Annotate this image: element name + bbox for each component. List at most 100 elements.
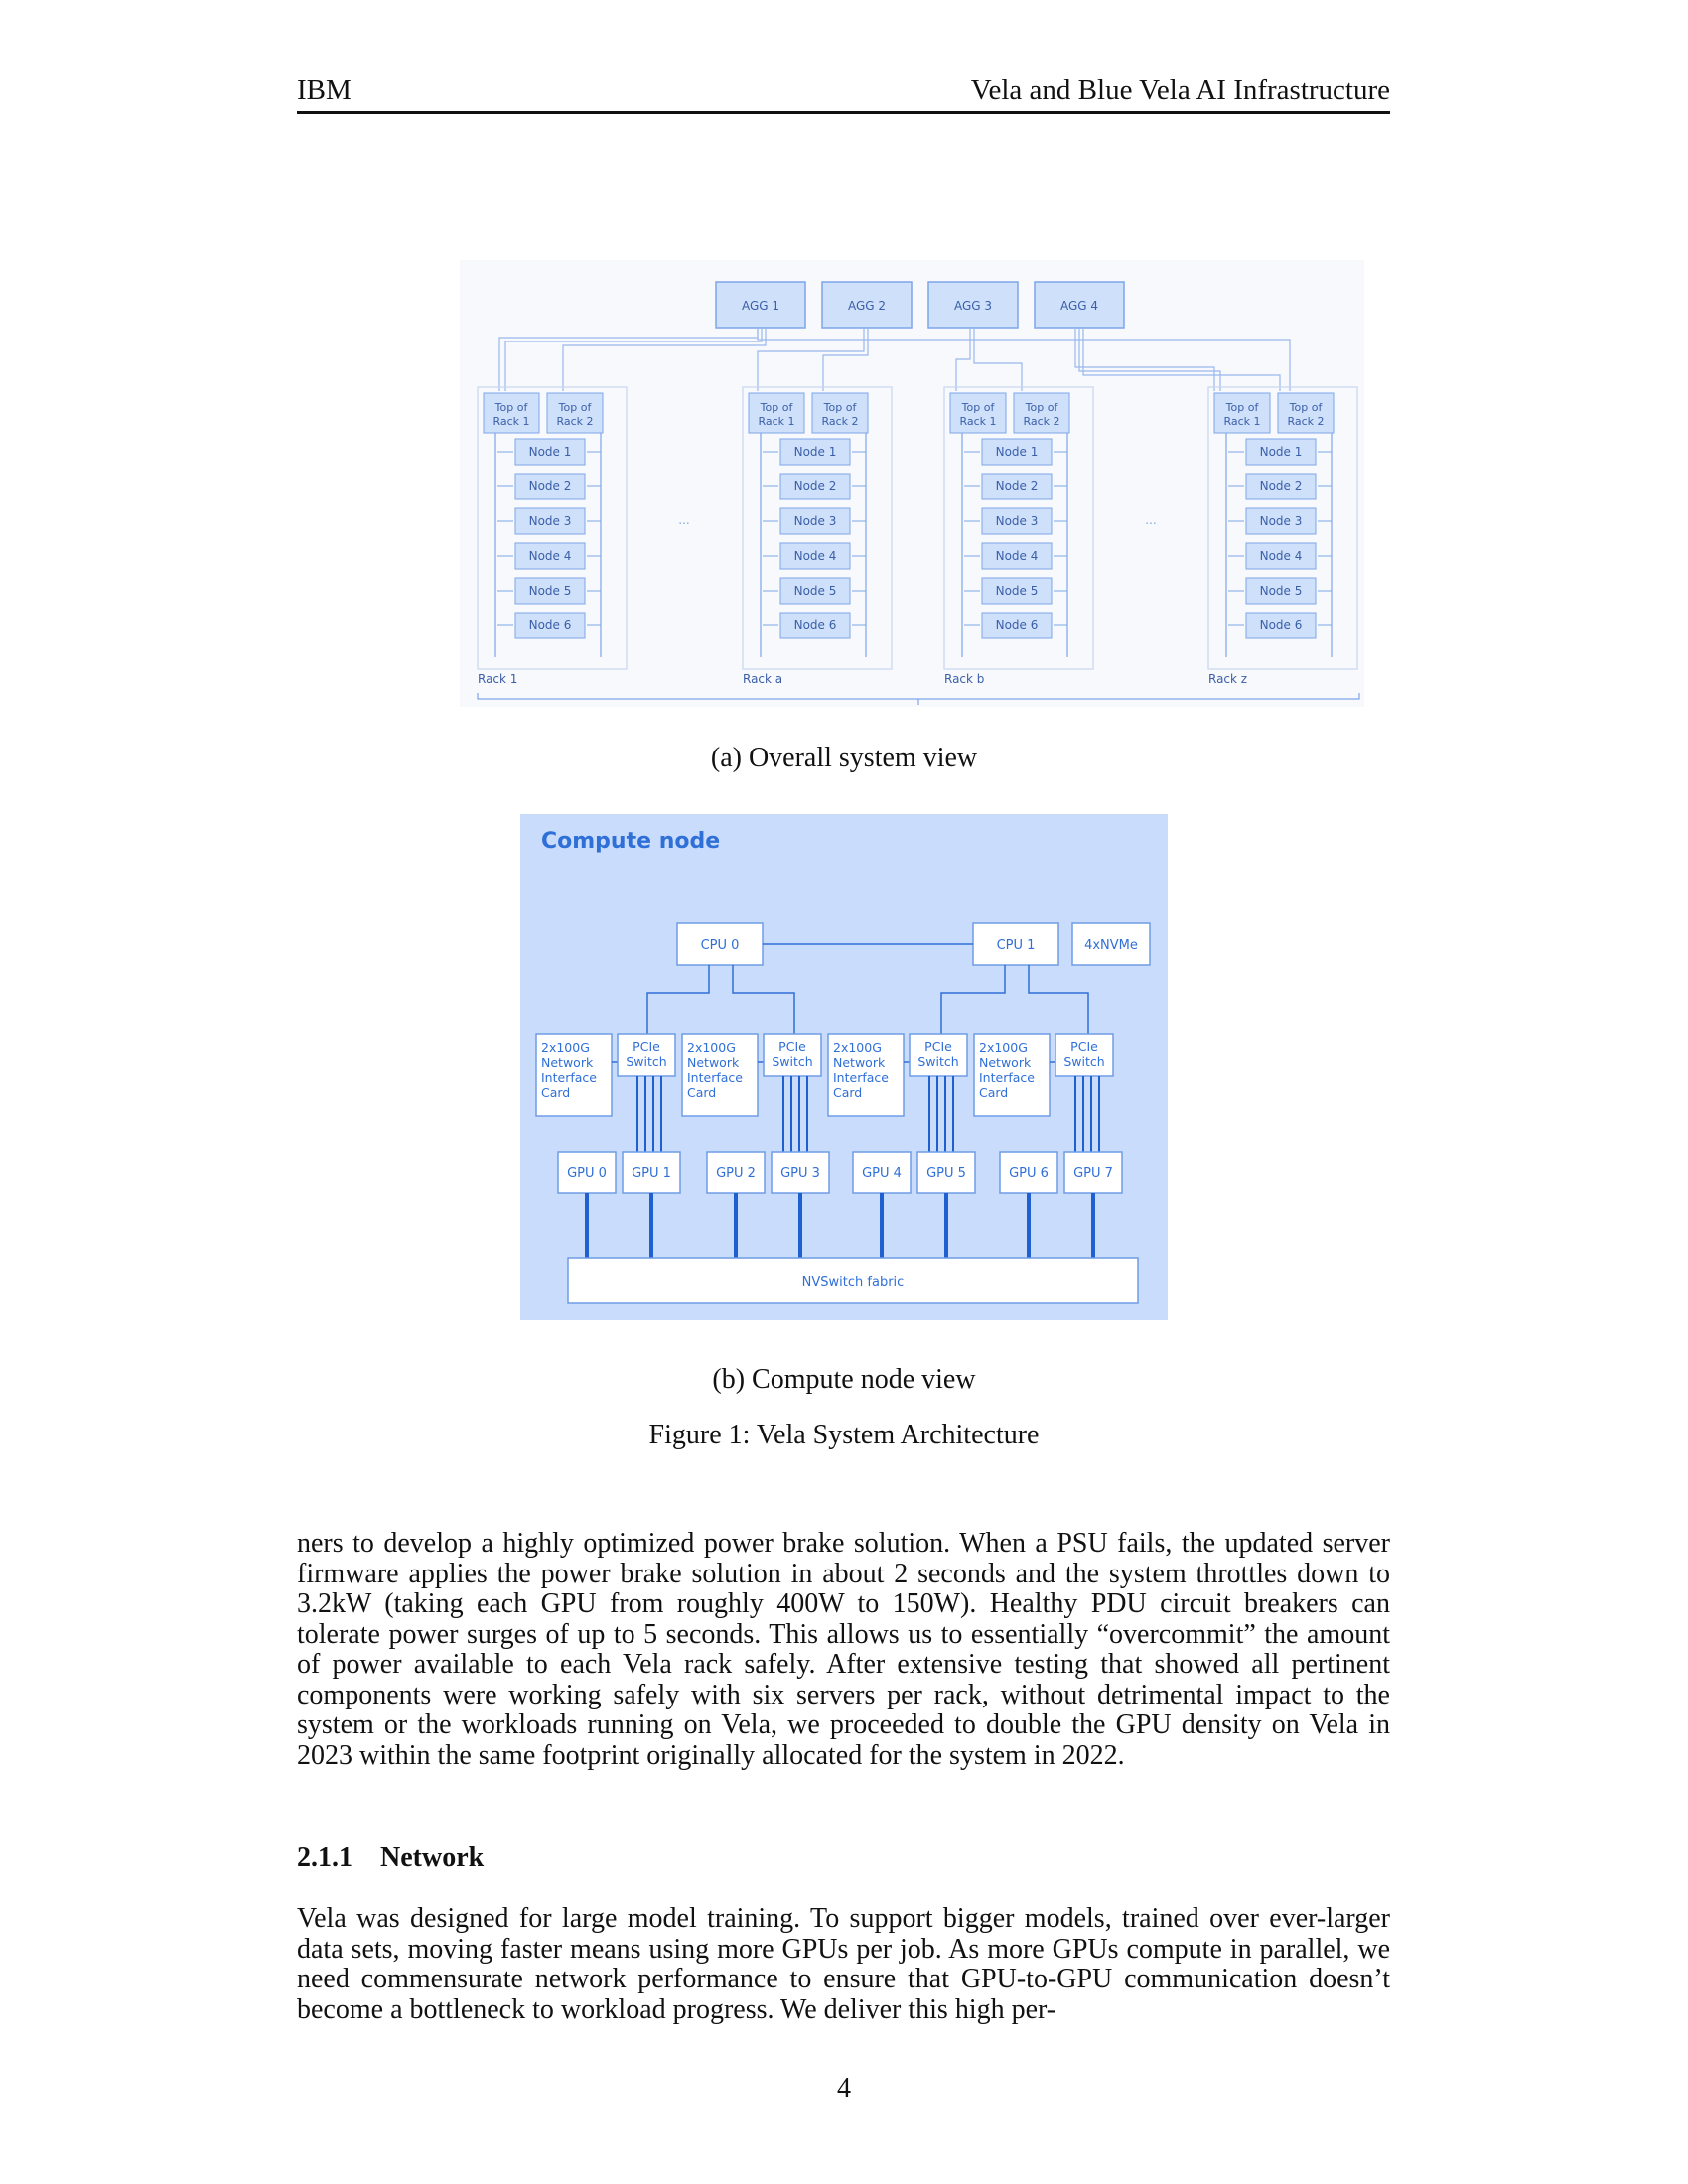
- nic-label: Card: [979, 1085, 1008, 1100]
- nic-label: Interface: [979, 1070, 1035, 1085]
- nic-label: Network: [541, 1055, 594, 1070]
- node-label: Node 1: [794, 445, 837, 459]
- svg-text:Top of: Top of: [823, 401, 858, 414]
- node-label: Node 1: [996, 445, 1039, 459]
- node-label: Node 1: [529, 445, 572, 459]
- figure-b-compute-node: Compute node CPU 0 CPU 1 4xNVMe 2x100GNe…: [520, 814, 1168, 1320]
- node-label: Node 4: [794, 549, 837, 563]
- section-heading: 2.1.1 Network: [297, 1843, 484, 1874]
- cpu-1-box: [972, 922, 1059, 966]
- nic-label: Network: [833, 1055, 886, 1070]
- rack-a: Top of Rack 1 Top of Rack 2: [742, 386, 893, 670]
- nvme-label: 4xNVMe: [1084, 938, 1138, 953]
- gpu-label: GPU 1: [632, 1166, 671, 1181]
- rack-3-node-box: [1245, 507, 1317, 535]
- rack-2-node-box: [981, 473, 1053, 500]
- rack-0-node-box: [514, 542, 586, 570]
- pcie-switch-box: [763, 1033, 822, 1077]
- rack-b: Top of Rack 1 Top of Rack 2: [943, 386, 1094, 670]
- node-label: Node 2: [529, 479, 572, 493]
- paragraph-1: ners to develop a highly optimized power…: [297, 1528, 1390, 1771]
- nic-label: Interface: [833, 1070, 889, 1085]
- rack-2-node-box: [981, 542, 1053, 570]
- nic-label: 2x100G: [687, 1040, 736, 1055]
- svg-text:Top of: Top of: [1025, 401, 1059, 414]
- node-label: Node 3: [529, 514, 572, 528]
- node-label: Node 5: [794, 584, 837, 598]
- rack-1-node-box: [779, 542, 851, 570]
- nic-label: Network: [687, 1055, 740, 1070]
- agg-3-label: AGG 3: [954, 299, 992, 313]
- pcie-switch-label: PCIe: [1070, 1039, 1098, 1054]
- rack-0-node-box: [514, 577, 586, 605]
- rack-3-node-box: [1245, 473, 1317, 500]
- agg-2-label: AGG 2: [848, 299, 886, 313]
- rack-1-node-box: [779, 473, 851, 500]
- nic-box: [827, 1033, 905, 1117]
- rack-1-node-box: [779, 438, 851, 466]
- pcie-switch-label: Switch: [626, 1054, 666, 1069]
- node-label: Node 3: [1260, 514, 1303, 528]
- rack-2-node-box: [981, 612, 1053, 639]
- node-label: Node 1: [1260, 445, 1303, 459]
- node-label: Node 3: [794, 514, 837, 528]
- node-label: Node 5: [996, 584, 1039, 598]
- node-label: Node 4: [529, 549, 572, 563]
- cpu-1-label: CPU 1: [997, 938, 1036, 953]
- node-label: Node 2: [794, 479, 837, 493]
- node-label: Node 6: [996, 618, 1039, 632]
- rack-0-node-box: [514, 473, 586, 500]
- agg-1-label: AGG 1: [742, 299, 779, 313]
- svg-text:Rack 2: Rack 2: [821, 415, 858, 428]
- paragraph-2: Vela was designed for large model traini…: [297, 1903, 1390, 2025]
- svg-text:Top of: Top of: [961, 401, 996, 414]
- nic-box: [535, 1033, 613, 1117]
- rack-2-node-box: [981, 507, 1053, 535]
- gpu-label: GPU 0: [567, 1166, 607, 1181]
- nvme-box: [1071, 922, 1151, 966]
- rack-label-1: Rack 1: [478, 672, 517, 686]
- gpu-label: GPU 4: [862, 1166, 902, 1181]
- header-left: IBM: [297, 74, 352, 106]
- gpu-box: [706, 1151, 766, 1194]
- svg-text:Top of: Top of: [494, 401, 529, 414]
- gpu-label: GPU 6: [1009, 1166, 1049, 1181]
- nic-label: Interface: [687, 1070, 743, 1085]
- node-label: Node 3: [996, 514, 1039, 528]
- rack-0-node-box: [514, 438, 586, 466]
- nic-label: Interface: [541, 1070, 597, 1085]
- rack-1-node-box: [779, 612, 851, 639]
- agg-4-label: AGG 4: [1060, 299, 1098, 313]
- pcie-switch-label: Switch: [772, 1054, 812, 1069]
- svg-text:Rack 2: Rack 2: [1287, 415, 1324, 428]
- pcie-switch-label: Switch: [1063, 1054, 1104, 1069]
- compute-node-title: Compute node: [541, 829, 720, 854]
- svg-text:Rack 1: Rack 1: [758, 415, 794, 428]
- rack-3-node-box: [1245, 438, 1317, 466]
- rack-label-a: Rack a: [743, 672, 782, 686]
- rack-label-b: Rack b: [944, 672, 984, 686]
- node-label: Node 2: [996, 479, 1039, 493]
- node-label: Node 5: [1260, 584, 1303, 598]
- rack-3-node-box: [1245, 577, 1317, 605]
- rack-3-node-box: [1245, 542, 1317, 570]
- rack-3-node-box: [1245, 612, 1317, 639]
- gpu-box: [916, 1151, 976, 1194]
- pcie-switch-label: PCIe: [778, 1039, 806, 1054]
- rack-ellipsis-1: ...: [678, 513, 689, 527]
- svg-text:Rack 2: Rack 2: [1023, 415, 1059, 428]
- svg-text:Top of: Top of: [1289, 401, 1324, 414]
- rack-label-z: Rack z: [1208, 672, 1247, 686]
- gpu-label: GPU 3: [780, 1166, 820, 1181]
- rack-2-node-box: [981, 438, 1053, 466]
- rack-0-node-box: [514, 507, 586, 535]
- gpu-box: [557, 1151, 617, 1194]
- section-title: Network: [380, 1843, 485, 1873]
- node-label: Node 6: [529, 618, 572, 632]
- gpu-box: [622, 1151, 681, 1194]
- figure-a-caption: (a) Overall system view: [710, 743, 978, 773]
- section-number: 2.1.1: [297, 1843, 352, 1873]
- page-number: 4: [837, 2073, 851, 2104]
- svg-text:Rack 1: Rack 1: [1223, 415, 1260, 428]
- cpu-0-box: [676, 922, 764, 966]
